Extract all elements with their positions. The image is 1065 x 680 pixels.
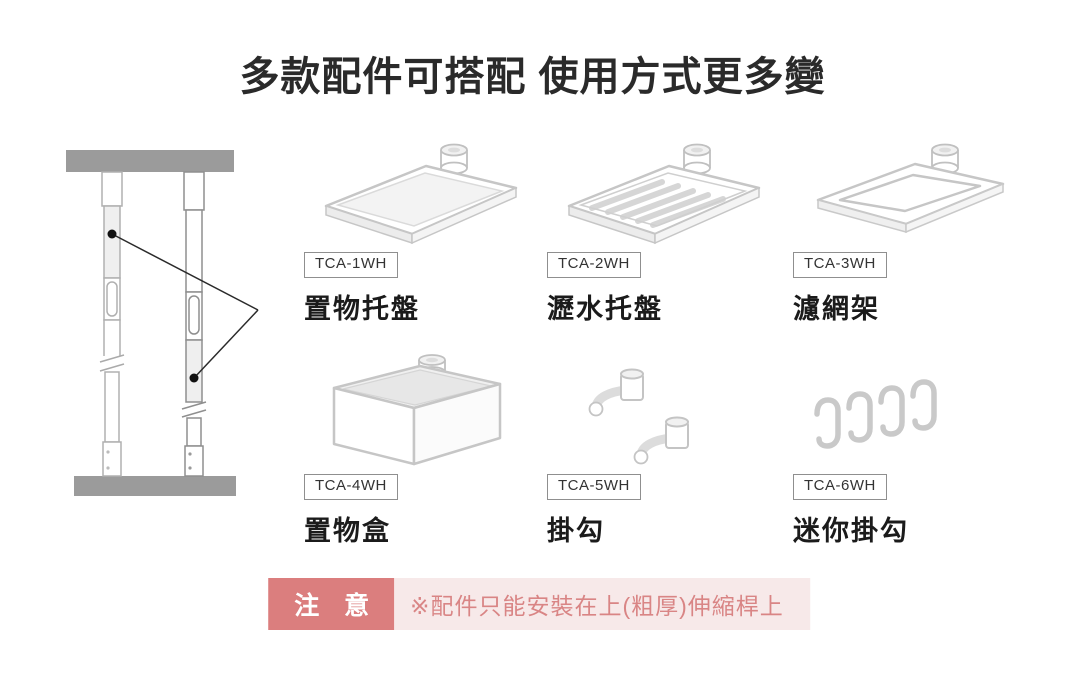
accessories-grid: TCA-1WH 置物托盤 [300,140,1029,548]
product-name: 置物托盤 [304,293,420,324]
notice-badge: 注 意 [268,578,395,630]
tension-rod-diagram [62,150,302,500]
product-name: 迷你掛勾 [793,515,909,546]
product-card-tca-1wh: TCA-1WH 置物托盤 [300,140,543,326]
hook-icon [547,354,789,468]
model-label: TCA-5WH [547,473,641,500]
product-name: 濾網架 [793,293,880,324]
model-label: TCA-2WH [547,252,641,278]
page-title: 多款配件可搭配 使用方式更多變 [239,55,826,99]
product-card-tca-6wh: TCA-6WH 迷你掛勾 [789,354,1029,548]
product-card-tca-5wh: TCA-5WH 掛勾 [543,354,789,548]
model-label: TCA-6WH [793,473,887,500]
storage-box-icon [304,353,543,468]
product-name: 掛勾 [547,515,605,546]
model-label: TCA-4WH [304,473,398,500]
product-name: 瀝水托盤 [547,293,663,324]
tension-rod-illustration [66,150,259,496]
mesh-frame-icon [793,140,1029,246]
mini-hooks-icon [793,354,1029,468]
notice-text: ※配件只能安裝在上(粗厚)伸縮桿上 [394,578,810,630]
notice-bar: 注 意 ※配件只能安裝在上(粗厚)伸縮桿上 [268,578,810,630]
tray-icon [304,140,543,246]
drain-tray-icon [547,140,789,246]
product-card-tca-4wh: TCA-4WH 置物盒 [300,353,543,548]
model-label: TCA-1WH [304,252,398,278]
product-card-tca-2wh: TCA-2WH 瀝水托盤 [543,140,789,326]
model-label: TCA-3WH [793,252,887,278]
product-name: 置物盒 [304,515,391,546]
product-card-tca-3wh: TCA-3WH 濾網架 [789,140,1029,326]
